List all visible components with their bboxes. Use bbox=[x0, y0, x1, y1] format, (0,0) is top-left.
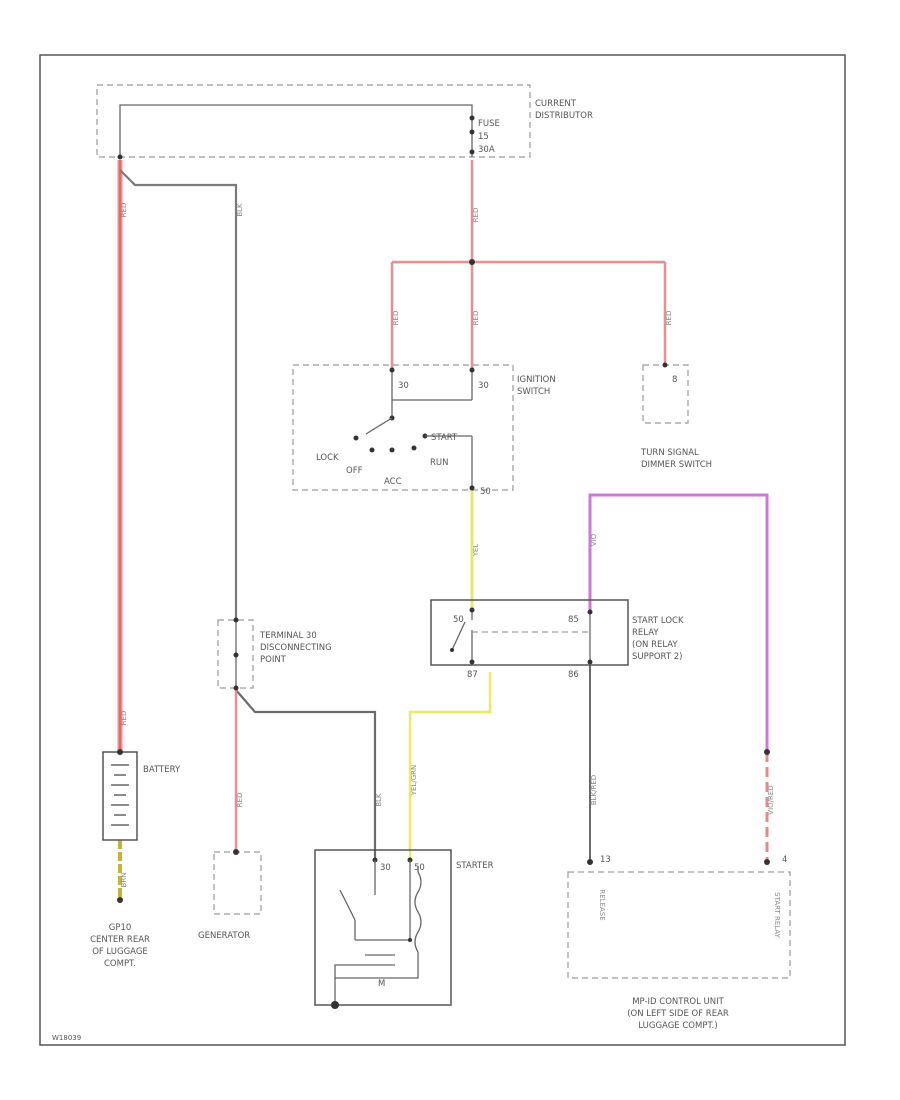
ignition-pos-off: OFF bbox=[346, 466, 363, 476]
ignition-pin-30-left: 30 bbox=[398, 381, 409, 391]
wire-label-red-mid: RED bbox=[472, 311, 480, 326]
ignition-pos-run: RUN bbox=[430, 458, 449, 468]
start-lock-relay-label-3: (ON RELAY bbox=[632, 640, 678, 650]
terminal-30-label-3: POINT bbox=[260, 655, 287, 665]
current-distributor-label-1: CURRENT bbox=[535, 99, 577, 109]
wire-label-red-fuse: RED bbox=[472, 208, 480, 223]
wire-yellow-starter bbox=[408, 672, 492, 860]
reference-code: W18039 bbox=[52, 1034, 81, 1042]
wire-gray-starter bbox=[235, 689, 377, 860]
diagram-frame bbox=[39, 54, 846, 1046]
turn-signal-pin: 8 bbox=[672, 375, 677, 385]
wire-label-red-battery: RED bbox=[120, 711, 128, 726]
ground-label-1: GP10 bbox=[109, 923, 132, 933]
ignition-pos-lock: LOCK bbox=[316, 453, 339, 463]
fuse-label: FUSE bbox=[478, 119, 500, 129]
ignition-pin-50: 50 bbox=[480, 487, 491, 497]
control-unit-release: RELEASE bbox=[598, 889, 606, 920]
ignition-switch: 30 30 50 LOCK OFF ACC RUN START IGNITION… bbox=[292, 364, 556, 497]
terminal-30-label-1: TERMINAL 30 bbox=[259, 631, 317, 641]
control-unit-label-1: MP-ID CONTROL UNIT bbox=[632, 997, 724, 1007]
starter-label: STARTER bbox=[456, 861, 494, 871]
start-lock-relay-label-1: START LOCK bbox=[632, 616, 684, 626]
wire-label-gray-top: BLK bbox=[236, 203, 244, 217]
turn-signal-label-2: DIMMER SWITCH bbox=[641, 460, 712, 470]
relay-pin-86: 86 bbox=[568, 670, 579, 680]
start-lock-relay-label-4: SUPPORT 2) bbox=[632, 652, 682, 662]
starter: 30 50 M STARTER bbox=[314, 849, 494, 1009]
wire-label-red-left: RED bbox=[392, 311, 400, 326]
mpid-control-unit: 13 4 RELEASE START RELAY MP-ID CONTROL U… bbox=[567, 749, 791, 1031]
control-unit-start-relay: START RELAY bbox=[773, 892, 781, 938]
control-unit-label-2: (ON LEFT SIDE OF REAR bbox=[627, 1009, 729, 1019]
ground-label-3: OF LUGGAGE bbox=[92, 947, 148, 957]
turn-signal-dimmer-switch: 8 TURN SIGNAL DIMMER SWITCH bbox=[640, 362, 712, 470]
current-distributor: CURRENT DISTRIBUTOR FUSE 15 30A bbox=[96, 84, 593, 160]
generator-label: GENERATOR bbox=[198, 931, 250, 941]
ignition-pos-acc: ACC bbox=[384, 477, 402, 487]
relay-pin-87: 87 bbox=[467, 670, 478, 680]
terminal-30-label-2: DISCONNECTING bbox=[260, 643, 332, 653]
wire-label-battery-ground: BRN bbox=[120, 873, 128, 888]
junction-red-split bbox=[469, 259, 475, 265]
wire-label-violet-red: VIO/RED bbox=[767, 785, 775, 814]
control-unit-pin-13: 13 bbox=[600, 855, 611, 865]
fuse-number: 15 bbox=[478, 132, 489, 142]
relay-pin-50: 50 bbox=[453, 615, 464, 625]
control-unit-pin-4: 4 bbox=[782, 855, 787, 865]
wire-label-gray-starter: BLK bbox=[375, 793, 383, 807]
ground-gp10: GP10 CENTER REAR OF LUGGAGE COMPT. bbox=[90, 897, 150, 969]
current-distributor-label-2: DISTRIBUTOR bbox=[535, 111, 593, 121]
wire-label-violet: VIO bbox=[590, 533, 598, 546]
wire-violet bbox=[588, 493, 769, 752]
wire-label-main-red: RED bbox=[120, 203, 128, 218]
terminal-30-disconnecting-point: TERMINAL 30 DISCONNECTING POINT bbox=[217, 617, 332, 691]
fuse-rating: 30A bbox=[478, 145, 495, 155]
wire-label-gray-relay: BLK/RED bbox=[590, 775, 598, 805]
ignition-pos-start: START bbox=[431, 433, 458, 443]
turn-signal-label-1: TURN SIGNAL bbox=[640, 448, 699, 458]
generator: GENERATOR bbox=[198, 849, 262, 941]
starter-pin-30: 30 bbox=[380, 863, 391, 873]
battery-label: BATTERY bbox=[143, 765, 181, 775]
control-unit-label-3: LUGGAGE COMPT.) bbox=[638, 1021, 717, 1031]
ignition-switch-label-1: IGNITION bbox=[517, 375, 556, 385]
starter-pin-50: 50 bbox=[414, 863, 425, 873]
relay-pin-85: 85 bbox=[568, 615, 579, 625]
wire-label-yellow-starter: YEL/GRN bbox=[410, 765, 418, 796]
start-lock-relay-label-2: RELAY bbox=[632, 628, 659, 638]
battery: BATTERY bbox=[102, 749, 181, 841]
ignition-switch-label-2: SWITCH bbox=[517, 387, 550, 397]
wire-label-yellow-ign: YEL bbox=[472, 544, 480, 558]
wire-label-red-generator: RED bbox=[236, 793, 244, 808]
ground-label-2: CENTER REAR bbox=[90, 935, 150, 945]
wire-gray-top bbox=[119, 169, 238, 620]
start-lock-relay: 50 85 87 86 START LOCK RELAY (ON RELAY S… bbox=[430, 599, 684, 680]
starter-pin-m: M bbox=[378, 979, 385, 989]
wire-label-red-right: RED bbox=[665, 311, 673, 326]
ignition-pin-30-right: 30 bbox=[478, 381, 489, 391]
ground-label-4: COMPT. bbox=[104, 959, 136, 969]
